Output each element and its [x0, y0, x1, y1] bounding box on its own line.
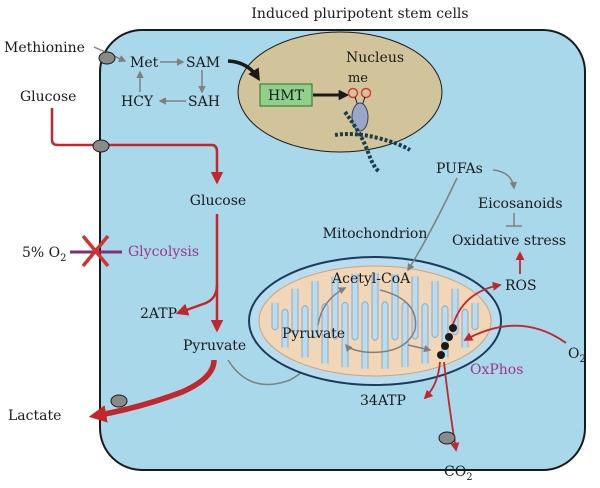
sam-to-hmt-arrow: [227, 59, 260, 82]
crista: [331, 276, 339, 340]
pyruvate-to-acetylcoa-arrow: [317, 287, 347, 326]
two-atp-label: 2ATP: [140, 306, 177, 322]
histone: [351, 102, 369, 132]
low-oxygen-inhibition: [70, 234, 122, 268]
crista: [461, 308, 469, 348]
glycolysis-label: Glycolysis: [128, 244, 199, 260]
diagram-title: Induced pluripotent stem cells: [251, 6, 468, 22]
pyruvate-cyto-label: Pyruvate: [183, 338, 246, 354]
methyl-group-right: [360, 87, 372, 99]
electron-transport-chain: [437, 324, 457, 359]
crista: [351, 273, 359, 341]
co2-label: CO2: [444, 464, 473, 483]
atp-34-label: 34ATP: [360, 393, 406, 409]
low-oxygen-label: 5% O2: [22, 245, 67, 264]
methyl-group-left: [347, 87, 359, 99]
methionine-transporter: [98, 51, 116, 65]
mitochondrion-label: Mitochondrion: [323, 226, 428, 242]
pufas-to-eicosanoids-arrow: [492, 169, 517, 190]
cristae: [271, 273, 479, 369]
lactate-label: Lactate: [8, 408, 61, 424]
eicosanoids-inhibit-oxidative-stress: [506, 213, 522, 227]
lactate-transporter: [110, 394, 128, 408]
oxidative-stress-label: Oxidative stress: [452, 233, 566, 249]
crista: [391, 273, 399, 341]
crista: [301, 305, 309, 358]
crista: [311, 281, 319, 338]
methionine-label: Methionine: [4, 40, 85, 56]
pufas-label: PUFAs: [436, 161, 483, 177]
hmt-box: [259, 83, 313, 107]
o2-label: O2: [568, 346, 586, 365]
crista: [471, 302, 479, 331]
pyruvate-mito-label: Pyruvate: [282, 326, 345, 342]
crista: [291, 288, 299, 336]
crista: [271, 302, 279, 331]
crista: [381, 301, 389, 369]
nucleus-label: Nucleus: [346, 50, 404, 66]
crista: [431, 281, 439, 338]
oxphos-to-atp-arrow: [423, 361, 441, 400]
pufas-to-acetylcoa-arrow: [407, 177, 458, 272]
acetyl-coa-label: Acetyl-CoA: [331, 271, 411, 287]
glucose-outside-label: Glucose: [20, 89, 76, 105]
oxphos-label: OxPhos: [470, 362, 523, 378]
sah-label: SAH: [188, 94, 220, 110]
crista: [421, 303, 429, 364]
glucose-transporter: [92, 139, 110, 153]
oxphos-to-ros-arrow: [451, 281, 502, 329]
glucose-uptake-arrow: [50, 108, 224, 185]
hmt-label: HMT: [268, 88, 305, 104]
sam-label: SAM: [186, 55, 220, 71]
crista: [361, 301, 369, 369]
eicosanoids-label: Eicosanoids: [478, 196, 563, 212]
ros-label: ROS: [505, 278, 537, 294]
hcy-label: HCY: [121, 94, 154, 110]
crista: [281, 308, 289, 348]
tca-to-oxphos-arrow: [407, 344, 432, 353]
dna-strands: [334, 110, 412, 174]
co2-transporter: [438, 431, 456, 445]
tca-cycle-arrow: [345, 289, 417, 354]
met-label: Met: [130, 55, 159, 71]
glucose-inside-label: Glucose: [190, 193, 246, 209]
crista: [401, 301, 409, 368]
oxygen-uptake-arrow: [463, 324, 567, 344]
lactate-export-arrow: [88, 359, 217, 423]
methyl-label: me: [348, 71, 368, 86]
crista: [321, 303, 329, 364]
crista: [371, 273, 379, 341]
